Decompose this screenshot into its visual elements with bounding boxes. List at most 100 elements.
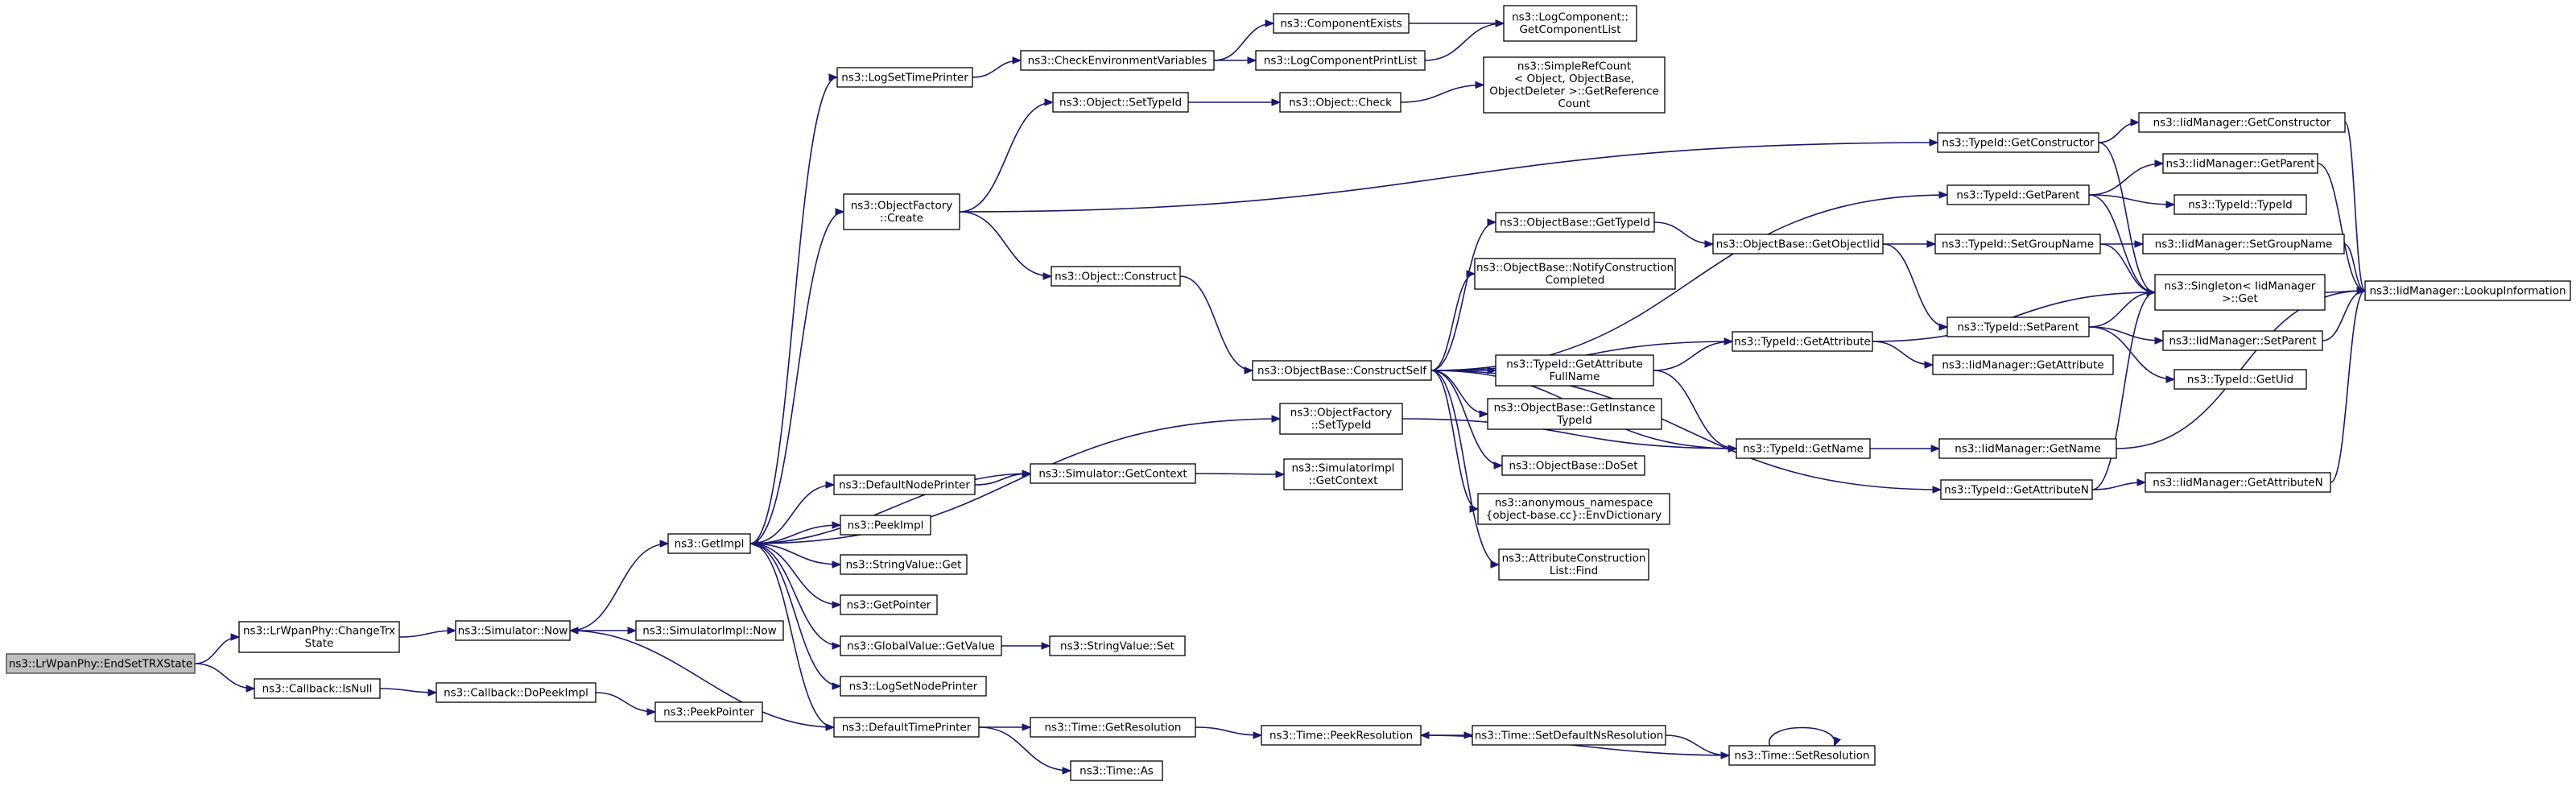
node-label: ns3::Time::PeekResolution xyxy=(1269,729,1413,742)
node-ns3-logsettimeprinter[interactable]: ns3::LogSetTimePrinter xyxy=(836,67,973,88)
node-ns3-stringvalue-set[interactable]: ns3::StringValue::Set xyxy=(1049,635,1186,656)
node-ns3-lrwpanphy-endsettrxstate[interactable]: ns3::LrWpanPhy::EndSetTRXState xyxy=(6,653,196,674)
node-box xyxy=(667,533,751,554)
node-ns3-logcomponentprintlist[interactable]: ns3::LogComponentPrintList xyxy=(1255,50,1426,71)
node-ns3-logsetnodeprinter[interactable]: ns3::LogSetNodePrinter xyxy=(840,676,987,697)
node-ns3-object-check[interactable]: ns3::Object::Check xyxy=(1279,92,1402,113)
edge-n8-n18 xyxy=(972,56,1022,78)
node-ns3-getpointer[interactable]: ns3::GetPointer xyxy=(840,594,938,615)
node-ns3-objectbase-gettypeid[interactable]: ns3::ObjectBase::GetTypeId xyxy=(1495,212,1655,233)
node-box xyxy=(436,682,597,703)
node-ns3-iidmanager-getattribute[interactable]: ns3::IidManager::GetAttribute xyxy=(1932,354,2114,375)
node-box xyxy=(840,676,987,697)
node-label: FullName xyxy=(1550,370,1600,383)
node-ns3-typeid-getconstructor[interactable]: ns3::TypeId::GetConstructor xyxy=(1937,132,2099,153)
node-ns3-getimpl[interactable]: ns3::GetImpl xyxy=(667,533,751,554)
node-ns3-objectfactory-settypeid[interactable]: ns3::ObjectFactory::SetTypeId xyxy=(1279,403,1403,435)
edge-n26-n40 xyxy=(1430,370,1480,513)
edge-n7-n10 xyxy=(749,415,1282,544)
node-ns3-callback-isnull[interactable]: ns3::Callback::IsNull xyxy=(254,678,381,699)
node-box xyxy=(1049,635,1186,656)
edge-n48-n56 xyxy=(2088,288,2157,328)
edge-n27-n7 xyxy=(749,473,1031,548)
node-box xyxy=(840,635,1002,656)
edge-n4-n5 xyxy=(595,692,657,716)
node-label: ns3::SimpleRefCount xyxy=(1517,60,1631,73)
node-ns3-typeid-setgroupname[interactable]: ns3::TypeId::SetGroupName xyxy=(1934,234,2101,254)
node-box xyxy=(1495,212,1655,233)
node-ns3-typeid-getuid[interactable]: ns3::TypeId::GetUid xyxy=(2174,369,2307,390)
node-ns3-objectbase-constructself[interactable]: ns3::ObjectBase::ConstructSelf xyxy=(1252,360,1432,381)
node-box xyxy=(833,717,980,738)
node-ns3-iidmanager-getattributen[interactable]: ns3::IidManager::GetAttributeN xyxy=(2145,472,2331,493)
node-label: ns3::IidManager::GetAttribute xyxy=(1942,358,2103,371)
node-ns3-simulator-getcontext[interactable]: ns3::Simulator::GetContext xyxy=(1030,463,1196,484)
edge-n9-n22 xyxy=(959,98,1055,213)
node-ns3-checkenvironmentvariables[interactable]: ns3::CheckEnvironmentVariables xyxy=(1020,50,1215,71)
node-ns3-simulator-now[interactable]: ns3::Simulator::Now xyxy=(455,620,571,641)
node-ns3-simplerefcount-object-objectbase-objectdeleter-getreference-count[interactable]: ns3::SimpleRefCount< Object, ObjectBase,… xyxy=(1483,56,1666,114)
node-ns3-typeid-getparent[interactable]: ns3::TypeId::GetParent xyxy=(1946,184,2090,205)
node-ns3-typeid-setparent[interactable]: ns3::TypeId::SetParent xyxy=(1946,316,2090,337)
edge-n23-n24 xyxy=(1400,81,1485,103)
node-ns3-time-peekresolution[interactable]: ns3::Time::PeekResolution xyxy=(1261,725,1422,746)
node-ns3-time-as[interactable]: ns3::Time::As xyxy=(1070,760,1163,781)
node-box xyxy=(1252,360,1432,381)
node-ns3-typeid-getattributen[interactable]: ns3::TypeId::GetAttributeN xyxy=(1940,479,2093,500)
node-box xyxy=(1052,92,1189,113)
node-box xyxy=(1487,398,1662,430)
node-ns3-iidmanager-getparent[interactable]: ns3::IidManager::GetParent xyxy=(2162,153,2318,174)
node-ns3-callback-dopeekimpl[interactable]: ns3::Callback::DoPeekImpl xyxy=(436,682,597,703)
node-ns3-objectfactory-create[interactable]: ns3::ObjectFactory::Create xyxy=(843,193,960,230)
node-ns3-singleton-iidmanager-get[interactable]: ns3::Singleton< IidManager>::Get xyxy=(2154,274,2326,311)
edge-n42-n47 xyxy=(1883,240,1937,248)
node-ns3-anonymous-namespace-object-base-cc-envdictionary[interactable]: ns3::anonymous_namespace{object-base.cc}… xyxy=(1477,493,1670,525)
node-ns3-objectbase-doset[interactable]: ns3::ObjectBase::DoSet xyxy=(1501,455,1645,476)
edge-n46-n53 xyxy=(2088,159,2165,196)
edge-n37-n43 xyxy=(1653,337,1734,371)
node-ns3-typeid-getattribute[interactable]: ns3::TypeId::GetAttribute xyxy=(1732,331,1873,352)
node-ns3-peekimpl[interactable]: ns3::PeekImpl xyxy=(840,515,931,536)
node-ns3-simulatorimpl-now[interactable]: ns3::SimulatorImpl::Now xyxy=(635,620,784,641)
node-label: ns3::ObjectBase::GetObjectIid xyxy=(1716,238,1880,250)
node-ns3-iidmanager-setgroupname[interactable]: ns3::IidManager::SetGroupName xyxy=(2142,234,2345,254)
node-ns3-logcomponent-getcomponentlist[interactable]: ns3::LogComponent::GetComponentList xyxy=(1503,5,1637,42)
node-ns3-typeid-getname[interactable]: ns3::TypeId::GetName xyxy=(1736,438,1871,459)
node-box xyxy=(238,621,400,653)
node-ns3-iidmanager-lookupinformation[interactable]: ns3::IidManager::LookupInformation xyxy=(2364,280,2571,301)
edge-n3-n7 xyxy=(569,540,670,631)
node-ns3-iidmanager-getconstructor[interactable]: ns3::IidManager::GetConstructor xyxy=(2138,112,2346,133)
node-label: GetComponentList xyxy=(1519,23,1620,36)
node-ns3-time-setdefaultnsresolution[interactable]: ns3::Time::SetDefaultNsResolution xyxy=(1472,725,1666,746)
node-ns3-objectbase-notifyconstruction-completed[interactable]: ns3::ObjectBase::NotifyConstructionCompl… xyxy=(1474,258,1676,290)
node-ns3-defaulttimeprinter[interactable]: ns3::DefaultTimePrinter xyxy=(833,717,980,738)
node-ns3-object-construct[interactable]: ns3::Object::Construct xyxy=(1051,266,1181,287)
node-label: ns3::ObjectFactory xyxy=(1290,407,1393,420)
edge-n18-n19 xyxy=(1213,19,1275,61)
node-ns3-stringvalue-get[interactable]: ns3::StringValue::Get xyxy=(840,554,968,575)
node-ns3-objectbase-getobjectiid[interactable]: ns3::ObjectBase::GetObjectIid xyxy=(1712,234,1884,254)
node-ns3-time-getresolution[interactable]: ns3::Time::GetResolution xyxy=(1030,717,1196,738)
edge-n43-n49 xyxy=(1872,341,1934,369)
node-ns3-typeid-typeid[interactable]: ns3::TypeId::TypeId xyxy=(2174,194,2307,215)
edge-n7-n14 xyxy=(749,543,842,609)
node-box xyxy=(1273,13,1410,34)
node-box xyxy=(1498,548,1649,581)
node-label: ns3::Time::GetResolution xyxy=(1044,721,1181,734)
node-ns3-globalvalue-getvalue[interactable]: ns3::GlobalValue::GetValue xyxy=(840,635,1002,656)
node-ns3-peekpointer[interactable]: ns3::PeekPointer xyxy=(654,701,763,722)
node-ns3-object-settypeid[interactable]: ns3::Object::SetTypeId xyxy=(1052,92,1189,113)
edge-n56-n60 xyxy=(2324,287,2367,295)
node-box xyxy=(1495,354,1654,387)
node-ns3-iidmanager-setparent[interactable]: ns3::IidManager::SetParent xyxy=(2162,330,2323,351)
node-ns3-defaultnodeprinter[interactable]: ns3::DefaultNodePrinter xyxy=(833,474,976,495)
node-ns3-iidmanager-getname[interactable]: ns3::IidManager::GetName xyxy=(1938,438,2117,459)
node-ns3-time-setresolution[interactable]: ns3::Time::SetResolution xyxy=(1728,745,1876,766)
node-ns3-componentexists[interactable]: ns3::ComponentExists xyxy=(1273,13,1410,34)
node-ns3-simulatorimpl-getcontext[interactable]: ns3::SimulatorImpl::GetContext xyxy=(1283,458,1403,490)
node-label: ns3::SimulatorImpl::Now xyxy=(642,624,776,637)
